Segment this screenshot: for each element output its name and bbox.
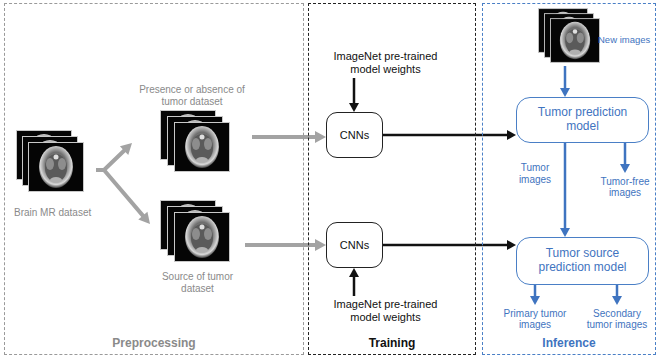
node-text: New images: [598, 35, 652, 46]
arrow-head: [138, 212, 150, 224]
node-text: ImageNet pre-trained model weights: [318, 298, 453, 323]
connector-line: [564, 143, 567, 229]
node-text: Primary tumor images: [498, 308, 572, 331]
arrow-head: [612, 296, 622, 305]
panel: Training ImageNet pre-trained model weigh…: [308, 3, 476, 355]
source-stack: [161, 201, 230, 262]
dataset-image: Source of tumor dataset: [150, 198, 245, 294]
node-text: Tumor-free images: [598, 176, 652, 199]
panel: Preprocessing Brain MR dataset Presence or…: [4, 3, 304, 355]
presence-stack: [161, 111, 230, 172]
connector-line: [252, 135, 316, 139]
arrow-head: [530, 296, 540, 305]
output-label: Primary tumor images: [498, 305, 572, 333]
brain-mr-stack: [17, 131, 84, 192]
connector-line: [245, 243, 316, 247]
arrow-connector: [530, 285, 540, 305]
arrow-head: [620, 164, 630, 173]
arrow-head: [560, 228, 570, 237]
node-text: Source of tumor dataset: [150, 271, 245, 294]
connector-line: [353, 276, 356, 296]
arrow-head: [315, 239, 326, 251]
arrow-connector: [349, 78, 359, 112]
arrow-connector: [96, 170, 150, 224]
node-text: CNNs: [340, 129, 369, 142]
dataset-image: Presence or absence of tumor dataset: [132, 84, 252, 176]
arrow-connector: [349, 268, 359, 296]
panel: Inference New imagesTumor prediction mode…: [482, 3, 656, 355]
arrow-head: [507, 130, 516, 140]
arrow-connector: [96, 143, 132, 170]
output-label: Secondary tumor images: [582, 305, 652, 333]
process-box: CNNs: [326, 112, 383, 158]
arrow-connector: [620, 143, 630, 173]
arrow-head: [349, 103, 359, 112]
node-text: Brain MR dataset: [14, 207, 91, 219]
node-text: Presence or absence of tumor dataset: [132, 84, 252, 107]
process-box: CNNs: [326, 222, 383, 268]
output-label: Tumor-free images: [598, 173, 652, 201]
connector-line: [353, 78, 356, 104]
arrow-head: [349, 268, 359, 277]
arrow-head: [560, 88, 570, 97]
arrow-head: [120, 143, 132, 155]
arrow-connector: [383, 130, 516, 140]
node-text: ImageNet pre-trained model weights: [318, 50, 453, 75]
arrow-head: [507, 240, 516, 250]
arrow-head: [315, 131, 326, 143]
connector-line: [564, 66, 567, 89]
node-text: Secondary tumor images: [582, 308, 652, 331]
panel-heading: Training: [369, 337, 416, 351]
arrow-connector: [560, 66, 570, 97]
edge-label: Tumor images: [510, 162, 560, 185]
panel-heading: Preprocessing: [112, 337, 195, 351]
connector-line: [624, 143, 627, 165]
arrow-connector: [245, 239, 326, 251]
new-images: New images: [532, 6, 654, 66]
arrow-connector: [612, 285, 622, 305]
model-box: Tumor prediction model: [516, 97, 649, 143]
node-text: Tumor prediction model: [527, 106, 638, 134]
node-text: CNNs: [340, 239, 369, 252]
new-images-stack: [538, 9, 599, 63]
connector-line: [96, 170, 144, 216]
connector-line: [534, 285, 537, 297]
arrow-connector: [383, 240, 516, 250]
node-text: Tumor source prediction model: [527, 247, 638, 275]
connector-line: [383, 244, 508, 247]
dataset-image: Brain MR dataset: [12, 128, 96, 218]
weights-label: ImageNet pre-trained model weights: [318, 296, 453, 326]
connector-line: [383, 134, 508, 137]
arrow-connector: [560, 143, 570, 237]
connector-line: [616, 285, 619, 297]
weights-label: ImageNet pre-trained model weights: [318, 48, 453, 78]
arrow-connector: [252, 131, 326, 143]
connector-line: [96, 150, 125, 170]
model-box: Tumor source prediction model: [516, 237, 649, 285]
panel-heading: Inference: [542, 337, 595, 351]
